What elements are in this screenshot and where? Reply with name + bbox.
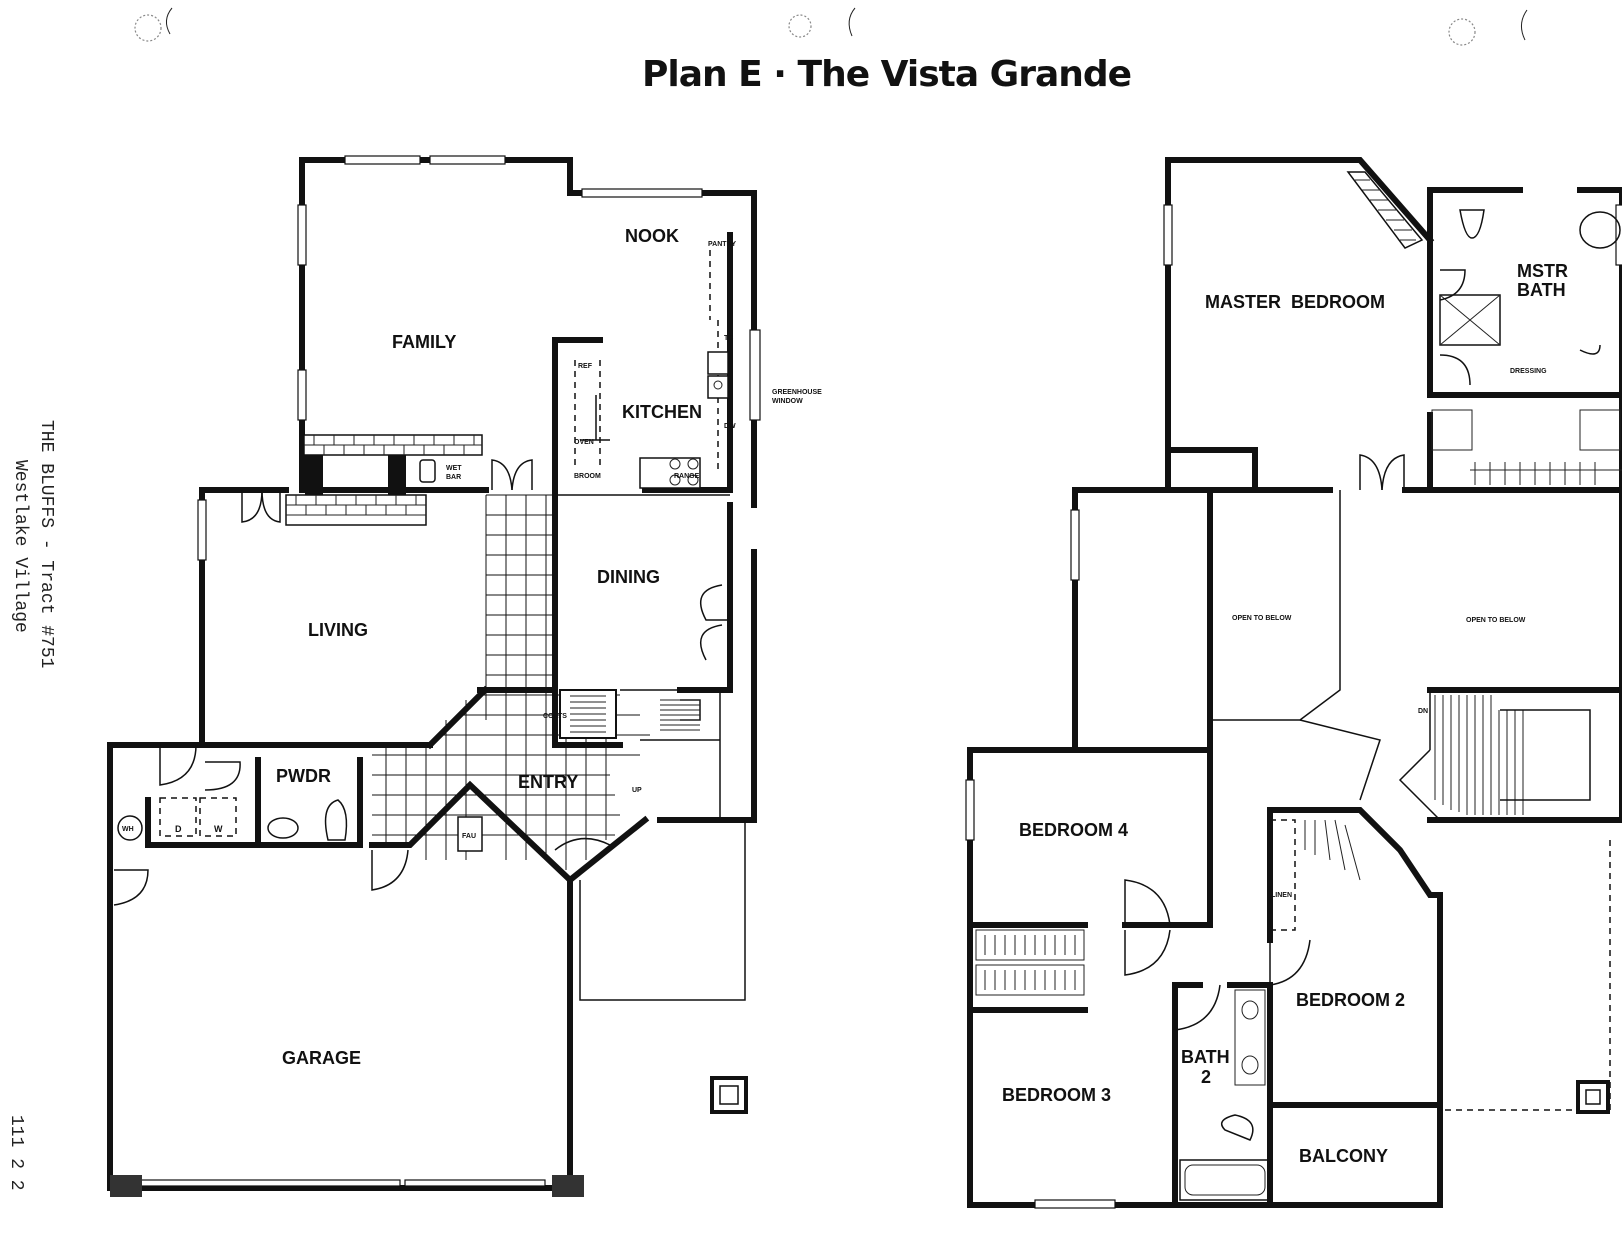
plan-title: Plan E · The Vista Grande xyxy=(642,54,1131,95)
label-dw: DW xyxy=(724,423,736,430)
label-dining: DINING xyxy=(597,567,660,587)
margin-note: 111 2 2 xyxy=(6,1115,26,1191)
label-oven: OVEN xyxy=(574,439,594,446)
stairs-first-floor xyxy=(559,689,721,820)
label-nook: NOOK xyxy=(625,226,679,246)
label-fau: FAU xyxy=(462,833,476,840)
laundry-pwdr-fixtures xyxy=(117,797,483,852)
label-garage: GARAGE xyxy=(282,1048,361,1068)
doors-first-floor xyxy=(113,459,730,906)
label-kitchen: KITCHEN xyxy=(622,402,702,422)
label-washer: W xyxy=(214,824,223,834)
label-bar: BAR xyxy=(446,474,461,481)
stairs-second-floor xyxy=(1434,695,1591,815)
label-linen: LINEN xyxy=(1271,892,1292,899)
label-coats: COATS xyxy=(543,713,567,720)
label-dressing: DRESSING xyxy=(1510,368,1547,375)
fireplace-brick xyxy=(285,434,483,526)
kitchen-fixtures xyxy=(574,250,729,489)
master-fireplace xyxy=(1346,171,1424,249)
label-mstr-bath-2: BATH xyxy=(1517,280,1566,300)
label-wh: WH xyxy=(122,826,134,833)
side-caption: THE BLUFFS - Tract #751 Westlake Village… xyxy=(6,420,56,1191)
balcony-marks xyxy=(1576,1080,1610,1114)
labels-first-floor: NOOK PANTRY FAMILY KITCHEN REF OVEN BROO… xyxy=(122,226,822,1068)
label-pantry: PANTRY xyxy=(708,241,736,248)
first-floor xyxy=(107,155,761,1197)
label-dryer: D xyxy=(175,824,182,834)
closets xyxy=(975,462,1622,996)
label-family: FAMILY xyxy=(392,332,456,352)
label-living: LIVING xyxy=(308,620,368,640)
label-bedroom3: BEDROOM 3 xyxy=(1002,1085,1111,1105)
label-broom: BROOM xyxy=(574,473,601,480)
label-open-below-left: OPEN TO BELOW xyxy=(1232,615,1292,622)
master-bath-fixtures xyxy=(1431,209,1621,451)
windows xyxy=(139,155,761,1187)
garage-marks xyxy=(110,1076,748,1197)
label-pwdr: PWDR xyxy=(276,766,331,786)
label-dn: DN xyxy=(1418,708,1428,715)
entry-tile-grid xyxy=(372,494,650,870)
side-caption-line1: THE BLUFFS - Tract #751 xyxy=(36,420,56,668)
label-tc: TC xyxy=(724,335,733,342)
label-mstr-bath-1: MSTR xyxy=(1517,261,1568,281)
label-greenhouse: GREENHOUSE xyxy=(772,389,822,396)
windows-second-floor xyxy=(965,204,1622,1209)
label-up: UP xyxy=(632,787,642,794)
label-bedroom4: BEDROOM 4 xyxy=(1019,820,1128,840)
label-master-bedroom: MASTER BEDROOM xyxy=(1205,292,1385,312)
label-balcony: BALCONY xyxy=(1299,1146,1388,1166)
label-entry: ENTRY xyxy=(518,772,578,792)
label-bedroom2: BEDROOM 2 xyxy=(1296,990,1405,1010)
side-caption-line2: Westlake Village xyxy=(10,460,30,633)
label-wet: WET xyxy=(446,465,462,472)
doors-second-floor xyxy=(1124,269,1471,1031)
labels-second-floor: MASTER BEDROOM MSTR BATH DRESSING OPEN T… xyxy=(1002,261,1568,1166)
label-bath2-1: BATH xyxy=(1181,1047,1230,1067)
label-range: RANGE xyxy=(674,473,700,480)
label-bath2-2: 2 xyxy=(1201,1067,1211,1087)
scan-marks xyxy=(134,7,1528,46)
label-greenhouse-window: WINDOW xyxy=(772,398,803,405)
bath2-fixtures xyxy=(1179,989,1271,1201)
label-open-below-right: OPEN TO BELOW xyxy=(1466,617,1526,624)
railings xyxy=(1211,495,1441,821)
second-floor xyxy=(965,157,1622,1209)
label-ref: REF xyxy=(578,363,593,370)
